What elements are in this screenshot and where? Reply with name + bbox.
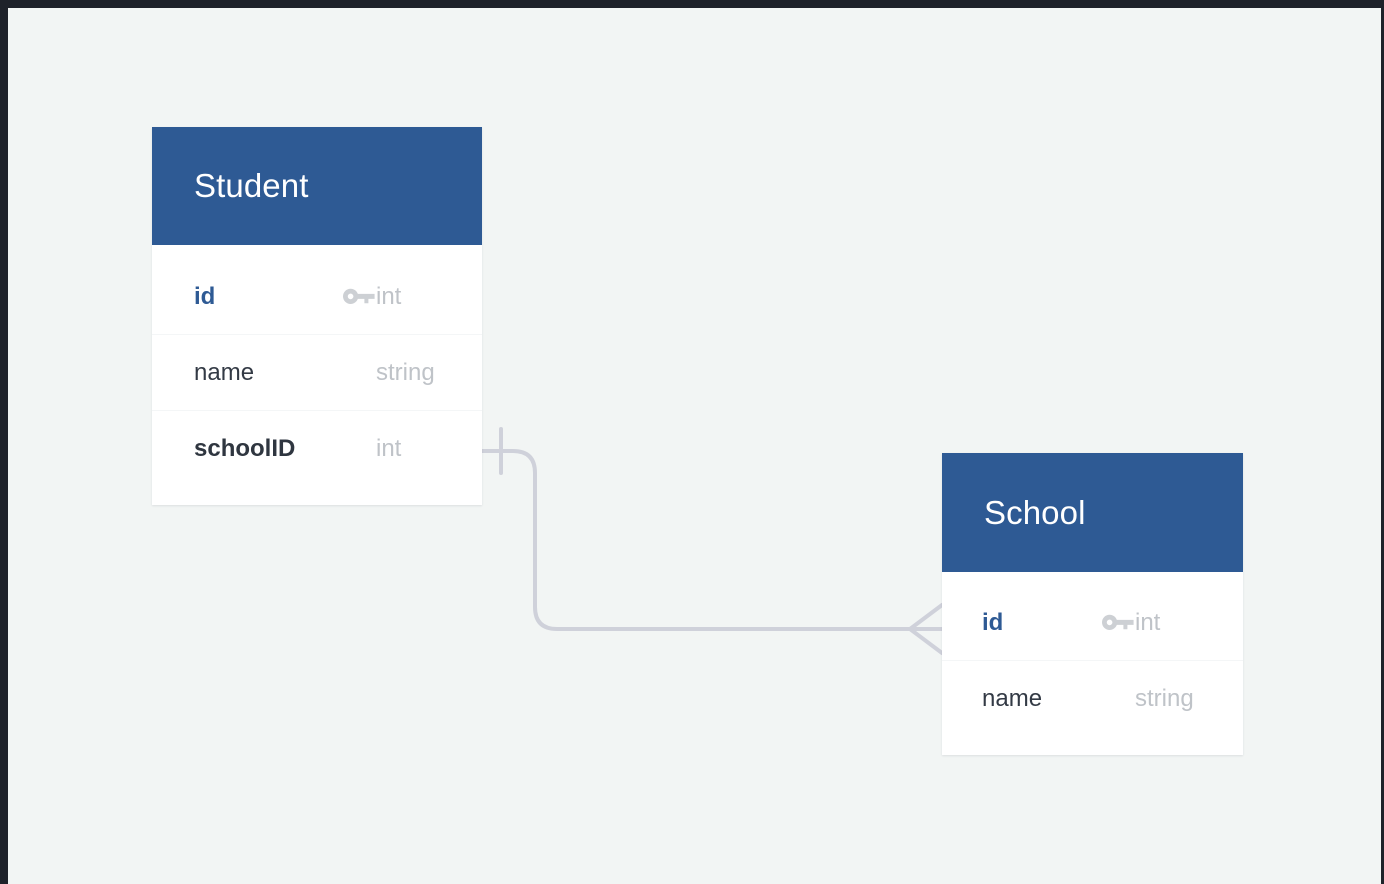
attribute-name: schoolID [194, 435, 296, 462]
attribute-row[interactable]: name string [942, 661, 1243, 737]
diagram-canvas[interactable]: Student id int name [8, 8, 1381, 884]
target-marker-crows-foot [908, 603, 944, 655]
entity-table-school[interactable]: School id int name s [942, 453, 1243, 755]
attribute-type: int [376, 282, 402, 310]
key-icon [1101, 611, 1135, 635]
relationship-line[interactable] [479, 449, 944, 631]
attribute-type: string [1135, 685, 1194, 712]
entity-body-student: id int name string schoolI [152, 245, 482, 505]
attribute-row[interactable]: name string [152, 335, 482, 411]
entity-header-student[interactable]: Student [152, 127, 482, 245]
attribute-name: id [194, 282, 216, 310]
attribute-row[interactable]: id int [152, 259, 482, 335]
attribute-row[interactable]: id int [942, 585, 1243, 661]
attribute-name: id [982, 608, 1004, 636]
entity-body-school: id int name string [942, 572, 1243, 755]
attribute-type: int [1135, 608, 1161, 636]
key-icon-placeholder [342, 437, 376, 461]
key-icon-placeholder [342, 361, 376, 385]
entity-header-school[interactable]: School [942, 453, 1243, 572]
entity-title: School [984, 493, 1086, 531]
key-icon [342, 285, 376, 309]
attribute-row[interactable]: schoolID int [152, 411, 482, 487]
attribute-type: int [376, 435, 402, 462]
attribute-type: string [376, 358, 435, 386]
attribute-name: name [982, 685, 1043, 712]
entity-title: Student [194, 167, 309, 204]
entity-table-student[interactable]: Student id int name [152, 127, 482, 505]
attribute-name: name [194, 358, 255, 386]
key-icon-placeholder [1101, 687, 1135, 711]
